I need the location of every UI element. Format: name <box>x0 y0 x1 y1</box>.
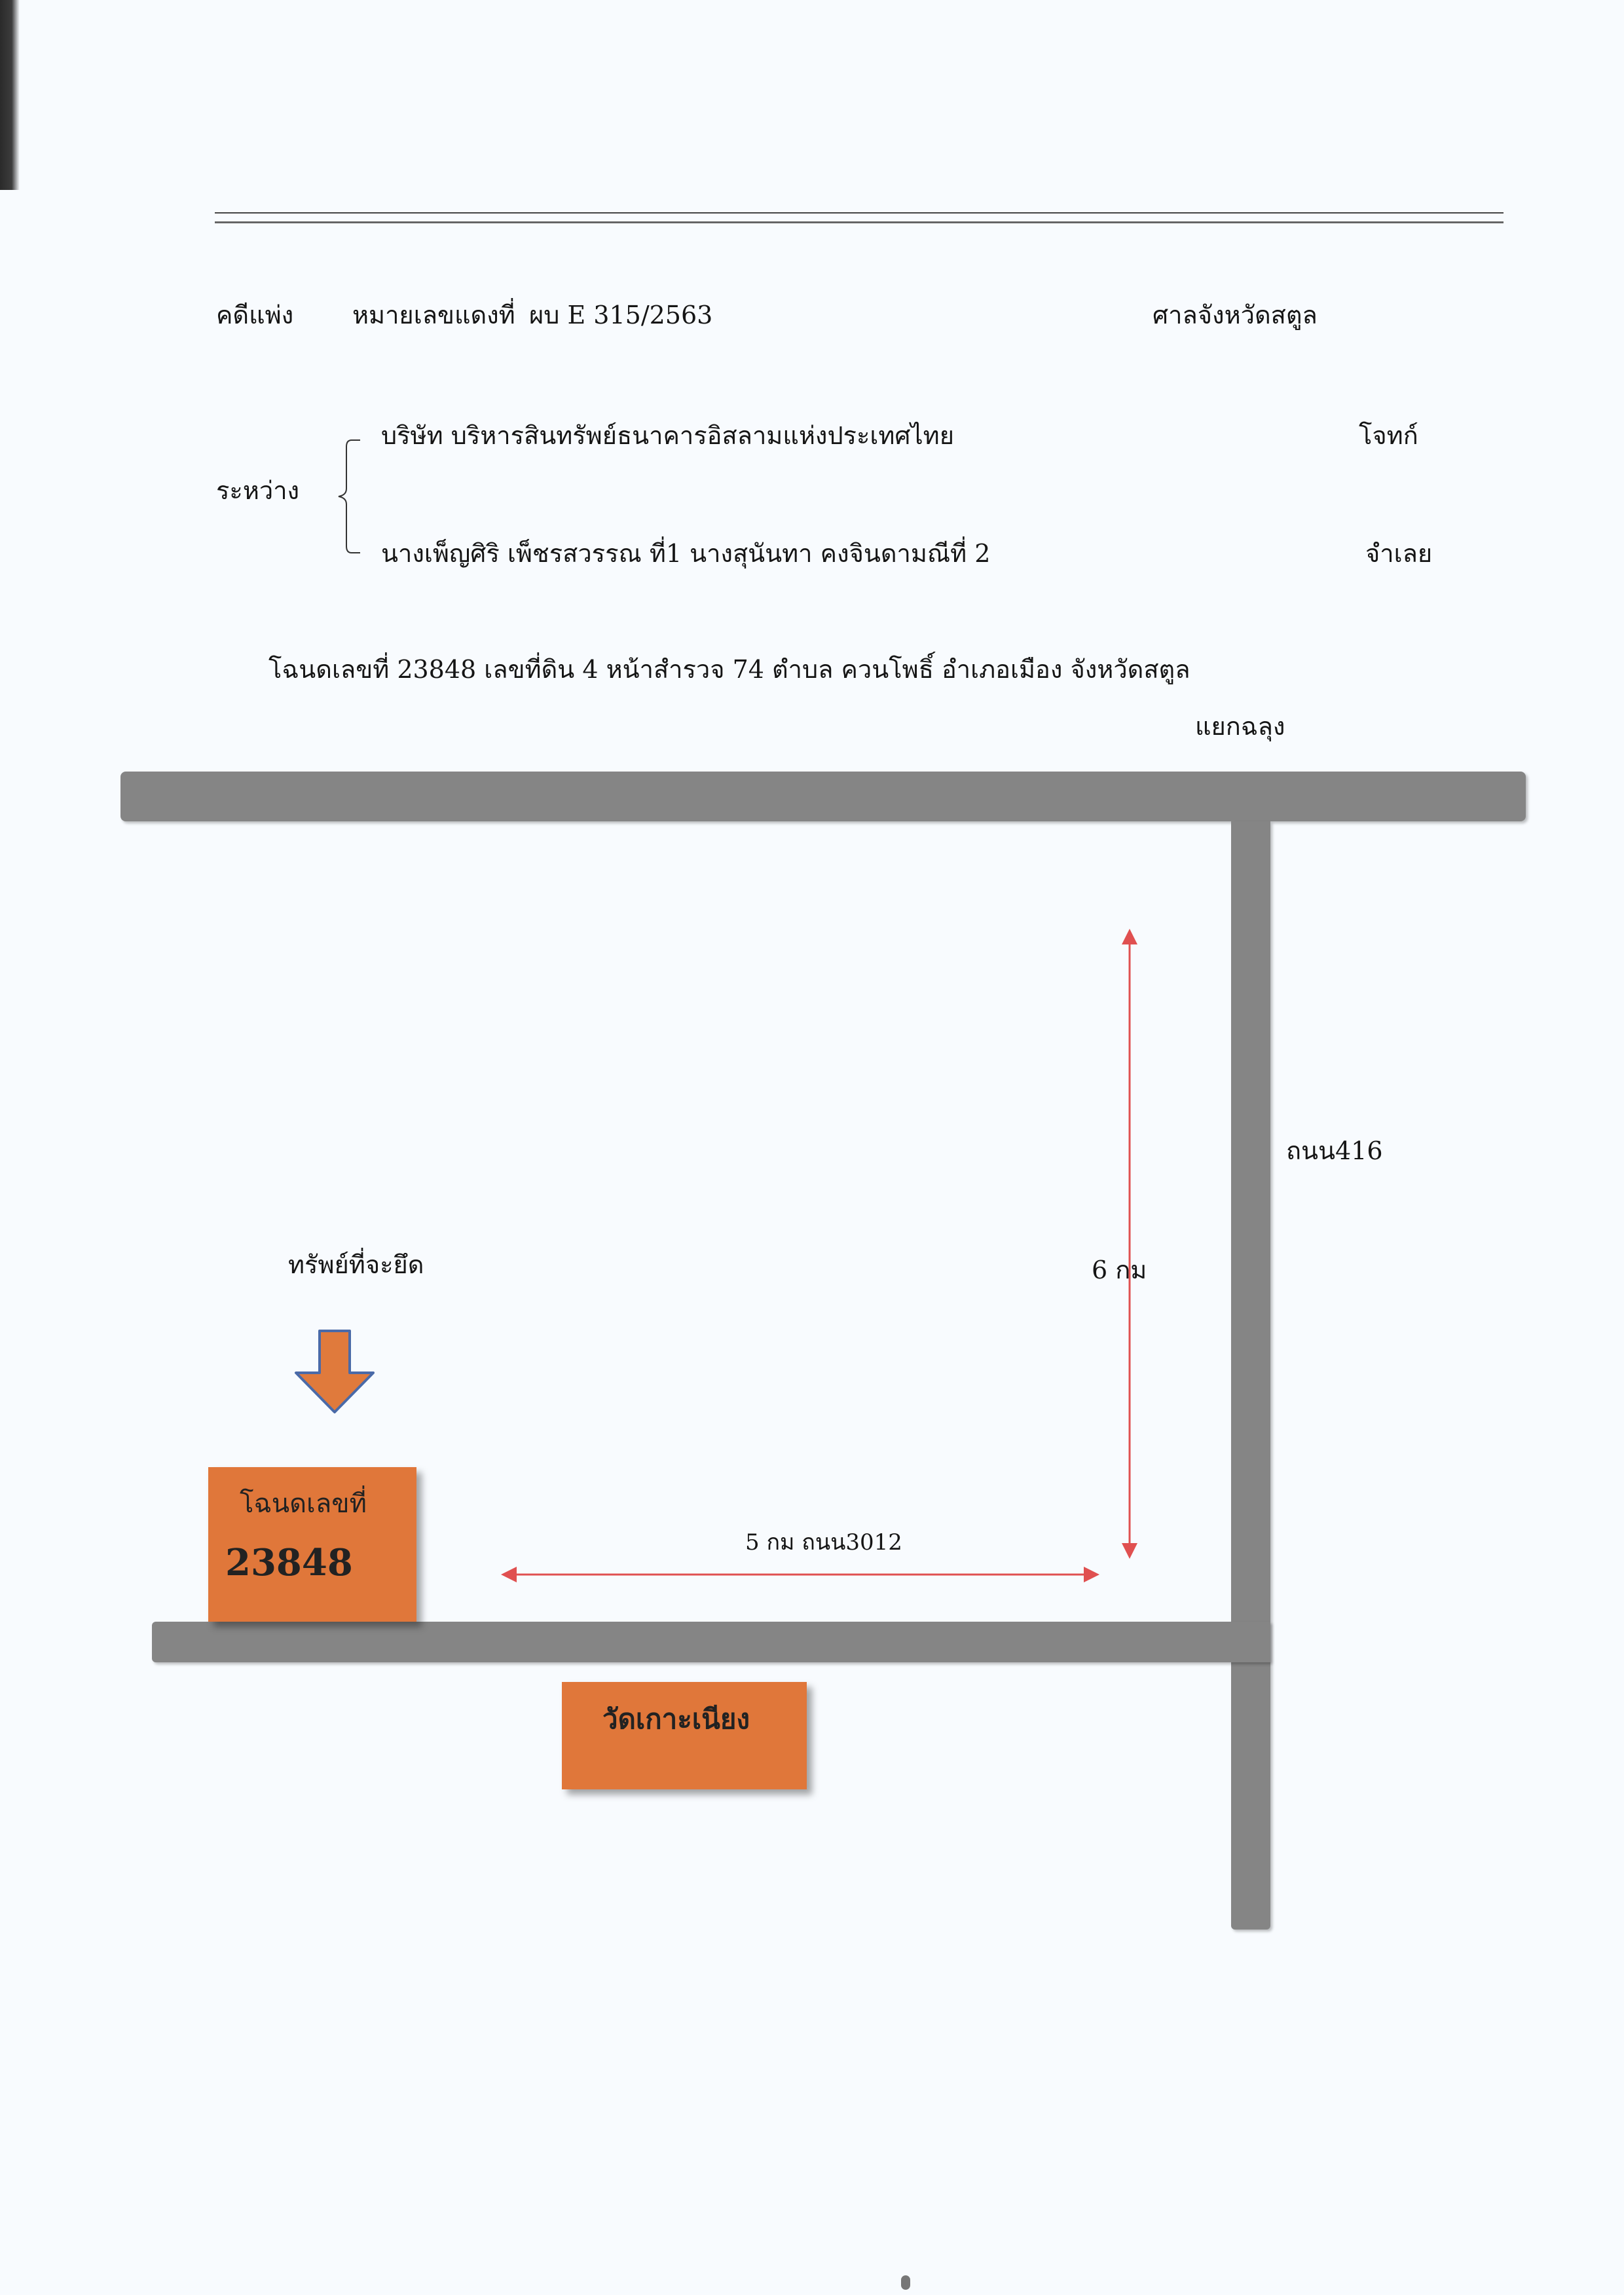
deed-box <box>208 1467 416 1622</box>
property-label: ทรัพย์ที่จะยึด <box>288 1250 424 1279</box>
header-rule-bottom <box>215 221 1504 223</box>
plaintiff-name: บริษัท บริหารสินทรัพย์ธนาคารอิสลามแห่งปร… <box>381 421 954 450</box>
double-headed-arrow-icon-horizontal <box>501 1567 1099 1582</box>
left-brace-icon <box>338 439 360 553</box>
court-name: ศาลจังหวัดสตูล <box>1153 301 1318 329</box>
deed-box-title: โฉนดเลขที่ <box>240 1489 367 1519</box>
scan-edge-shadow <box>0 0 20 190</box>
scan-mark <box>901 2275 910 2290</box>
distance-6km-label: 6 กม <box>1092 1256 1147 1284</box>
case-number: ผบ E 315/2563 <box>529 301 713 329</box>
temple-box <box>562 1682 807 1789</box>
main-road-top <box>120 772 1526 821</box>
defendant-name: นางเพ็ญศิริ เพ็ชรสวรรณ ที่1 นางสุนันทา ค… <box>381 539 991 568</box>
case-type: คดีแพ่ง <box>216 301 294 329</box>
junction-label: แยกฉลุง <box>1195 712 1285 741</box>
between-label: ระหว่าง <box>216 476 300 505</box>
deed-box-number: 23848 <box>225 1541 353 1584</box>
deed-line: โฉนดเลขที่ 23848 เลขที่ดิน 4 หน้าสำรวจ 7… <box>268 655 1190 684</box>
header-rule-top <box>215 212 1504 214</box>
temple-label: วัดเกาะเนียง <box>602 1703 750 1735</box>
road-3012 <box>152 1622 1270 1662</box>
arrow-down-icon <box>295 1330 375 1413</box>
plaintiff-role: โจทก์ <box>1359 421 1418 450</box>
case-number-label: หมายเลขแดงที่ <box>352 301 515 329</box>
defendant-role: จำเลย <box>1365 539 1433 568</box>
double-headed-arrow-icon <box>1122 929 1137 1559</box>
road-416-label: ถนน416 <box>1286 1136 1383 1165</box>
distance-5km-label: 5 กม ถนน3012 <box>745 1529 902 1556</box>
road-416 <box>1231 821 1270 1930</box>
